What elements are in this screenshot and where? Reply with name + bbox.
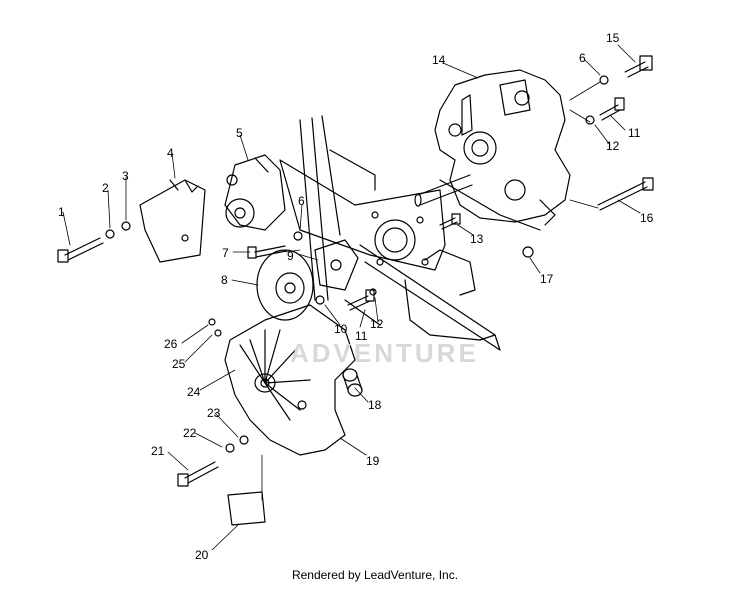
bracket-part xyxy=(139,179,206,263)
callout-1: 1 xyxy=(58,205,65,219)
washer-2 xyxy=(105,229,115,239)
callout-5: 5 xyxy=(236,126,243,140)
callout-3: 3 xyxy=(122,169,129,183)
bolt-15 xyxy=(624,55,653,78)
bolt-1 xyxy=(57,237,104,263)
callout-14: 14 xyxy=(432,53,446,67)
callout-labels: 1 2 3 4 5 6 6 7 8 9 10 11 11 12 12 13 14… xyxy=(58,31,654,562)
callout-17: 17 xyxy=(540,272,554,286)
callout-15: 15 xyxy=(606,31,620,45)
bolt-13 xyxy=(439,213,461,230)
callout-4: 4 xyxy=(167,146,174,160)
washer-6 xyxy=(293,231,303,241)
callout-22: 22 xyxy=(183,426,197,440)
decal-part xyxy=(227,491,266,526)
frame-rail xyxy=(299,115,376,301)
washer-6-top xyxy=(599,75,609,85)
idler-part xyxy=(224,154,286,231)
spacer-plate-part xyxy=(314,239,359,291)
callout-12-mid: 12 xyxy=(370,317,384,331)
bolt-11-top xyxy=(599,97,625,121)
callout-16: 16 xyxy=(640,211,654,225)
lock-washer-3 xyxy=(121,221,131,231)
spacer-18 xyxy=(342,368,363,397)
pulley-part xyxy=(256,249,314,321)
belt-guard-part xyxy=(224,304,356,456)
callout-2: 2 xyxy=(102,181,109,195)
callout-23: 23 xyxy=(207,406,221,420)
callout-7: 7 xyxy=(222,246,229,260)
bolt-11-mid xyxy=(347,289,375,311)
callout-26: 26 xyxy=(164,337,178,351)
bolt-7 xyxy=(247,245,287,259)
bolt-21 xyxy=(177,461,219,487)
callout-12-top: 12 xyxy=(606,139,620,153)
callout-10: 10 xyxy=(334,322,348,336)
callout-21: 21 xyxy=(151,444,165,458)
callout-24: 24 xyxy=(187,385,201,399)
nut-17 xyxy=(522,246,534,258)
watermark: ADVENTURE xyxy=(290,338,479,368)
callout-11-top: 11 xyxy=(628,126,641,140)
transmission-housing xyxy=(434,69,571,226)
washer-25 xyxy=(214,329,222,337)
callout-8: 8 xyxy=(221,273,228,287)
callout-18: 18 xyxy=(368,398,382,412)
callout-11-mid: 11 xyxy=(355,329,368,343)
footer-credit: Rendered by LeadVenture, Inc. xyxy=(291,568,459,582)
input-shaft xyxy=(414,174,473,207)
washer-22 xyxy=(225,443,235,453)
callout-6-top: 6 xyxy=(579,51,586,65)
callout-13: 13 xyxy=(470,232,484,246)
callout-6: 6 xyxy=(298,194,305,208)
washer-12-mid xyxy=(369,288,377,296)
callout-9: 9 xyxy=(287,249,294,263)
bolt-16 xyxy=(597,177,654,211)
washer-10 xyxy=(315,295,325,305)
washer-26 xyxy=(208,318,216,326)
callout-25: 25 xyxy=(172,357,186,371)
washer-23 xyxy=(239,435,249,445)
callout-19: 19 xyxy=(366,454,380,468)
callout-20: 20 xyxy=(195,548,209,562)
